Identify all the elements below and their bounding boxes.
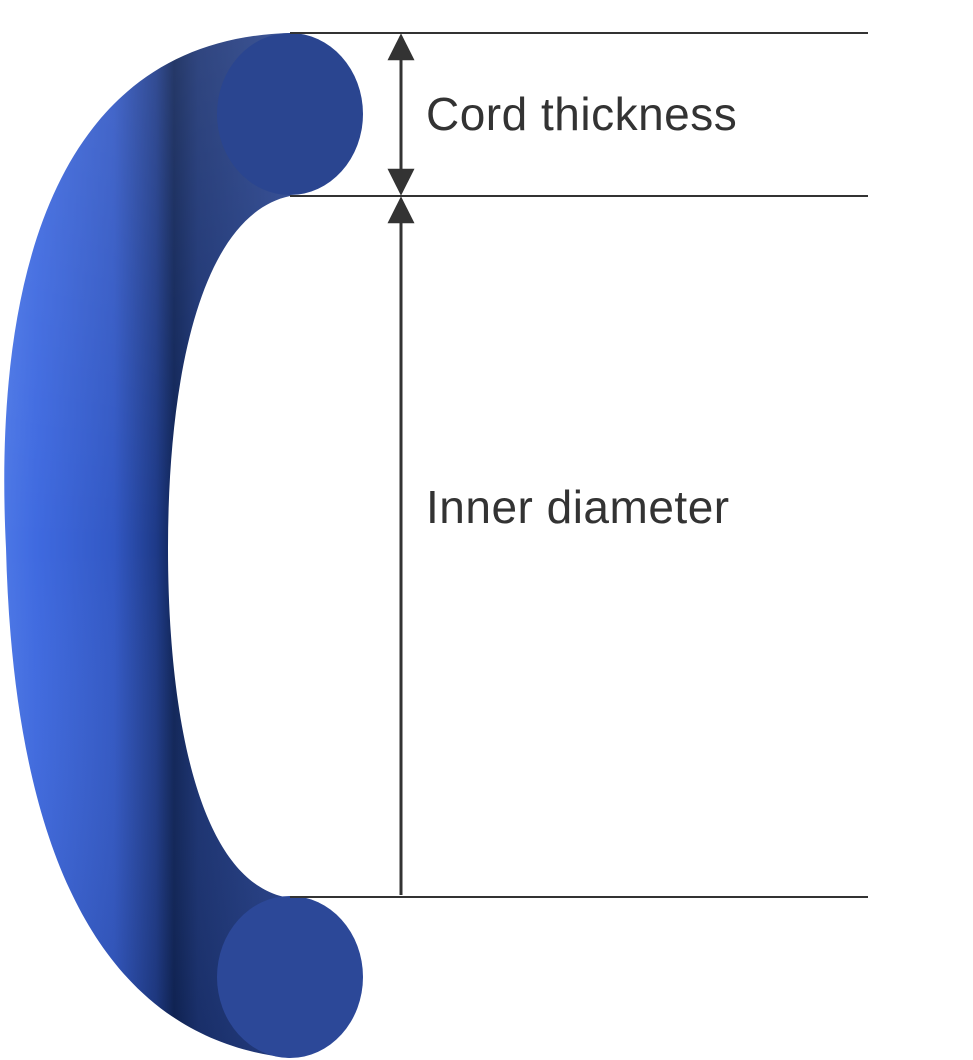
cross-section-bottom [217,896,363,1058]
cross-section-top [217,33,363,195]
o-ring-tube-overlay [4,33,290,1058]
cord-thickness-label: Cord thickness [426,88,737,140]
o-ring-body [4,33,363,1058]
inner-diameter-label: Inner diameter [426,481,730,533]
extension-lines [290,32,868,898]
